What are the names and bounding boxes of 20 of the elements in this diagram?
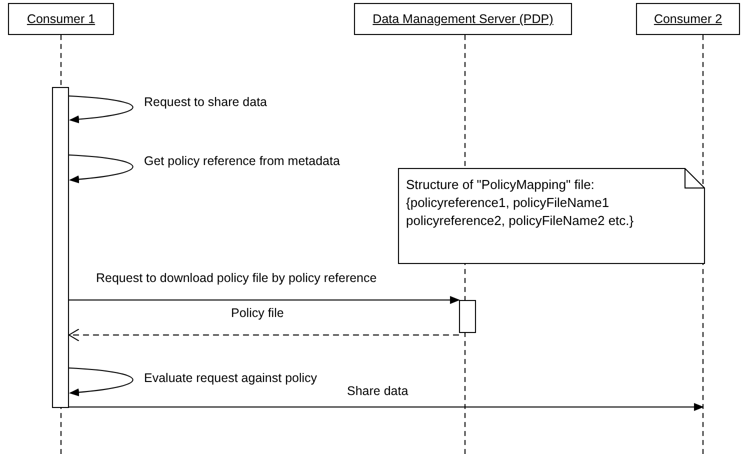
activation-bar (52, 87, 69, 408)
message-arrow (68, 154, 134, 184)
activation-bar (459, 300, 476, 333)
message-arrow (68, 368, 134, 396)
participant-name: Consumer 1 (26, 12, 96, 26)
note-text: Structure of "PolicyMapping" file: {policyreference1, policyFileName1 policyreference2, policyFileName2 etc.} (406, 177, 634, 228)
message-arrow (68, 403, 704, 411)
message-label: Request to share data (143, 95, 268, 110)
message-label: Get policy reference from metadata (143, 154, 341, 169)
participant-box (354, 3, 572, 35)
message-arrow (68, 328, 460, 342)
message-label: Policy file (230, 306, 285, 321)
message-arrow (68, 296, 460, 304)
participant-box (8, 3, 114, 35)
participant-box (636, 3, 740, 35)
participant-name: Data Management Server (PDP) (372, 12, 554, 26)
message-arrow (68, 96, 134, 124)
message-label: Evaluate request against policy (143, 371, 318, 386)
participant-name: Consumer 2 (654, 12, 722, 26)
message-label: Request to download policy file by policy reference (95, 271, 378, 286)
